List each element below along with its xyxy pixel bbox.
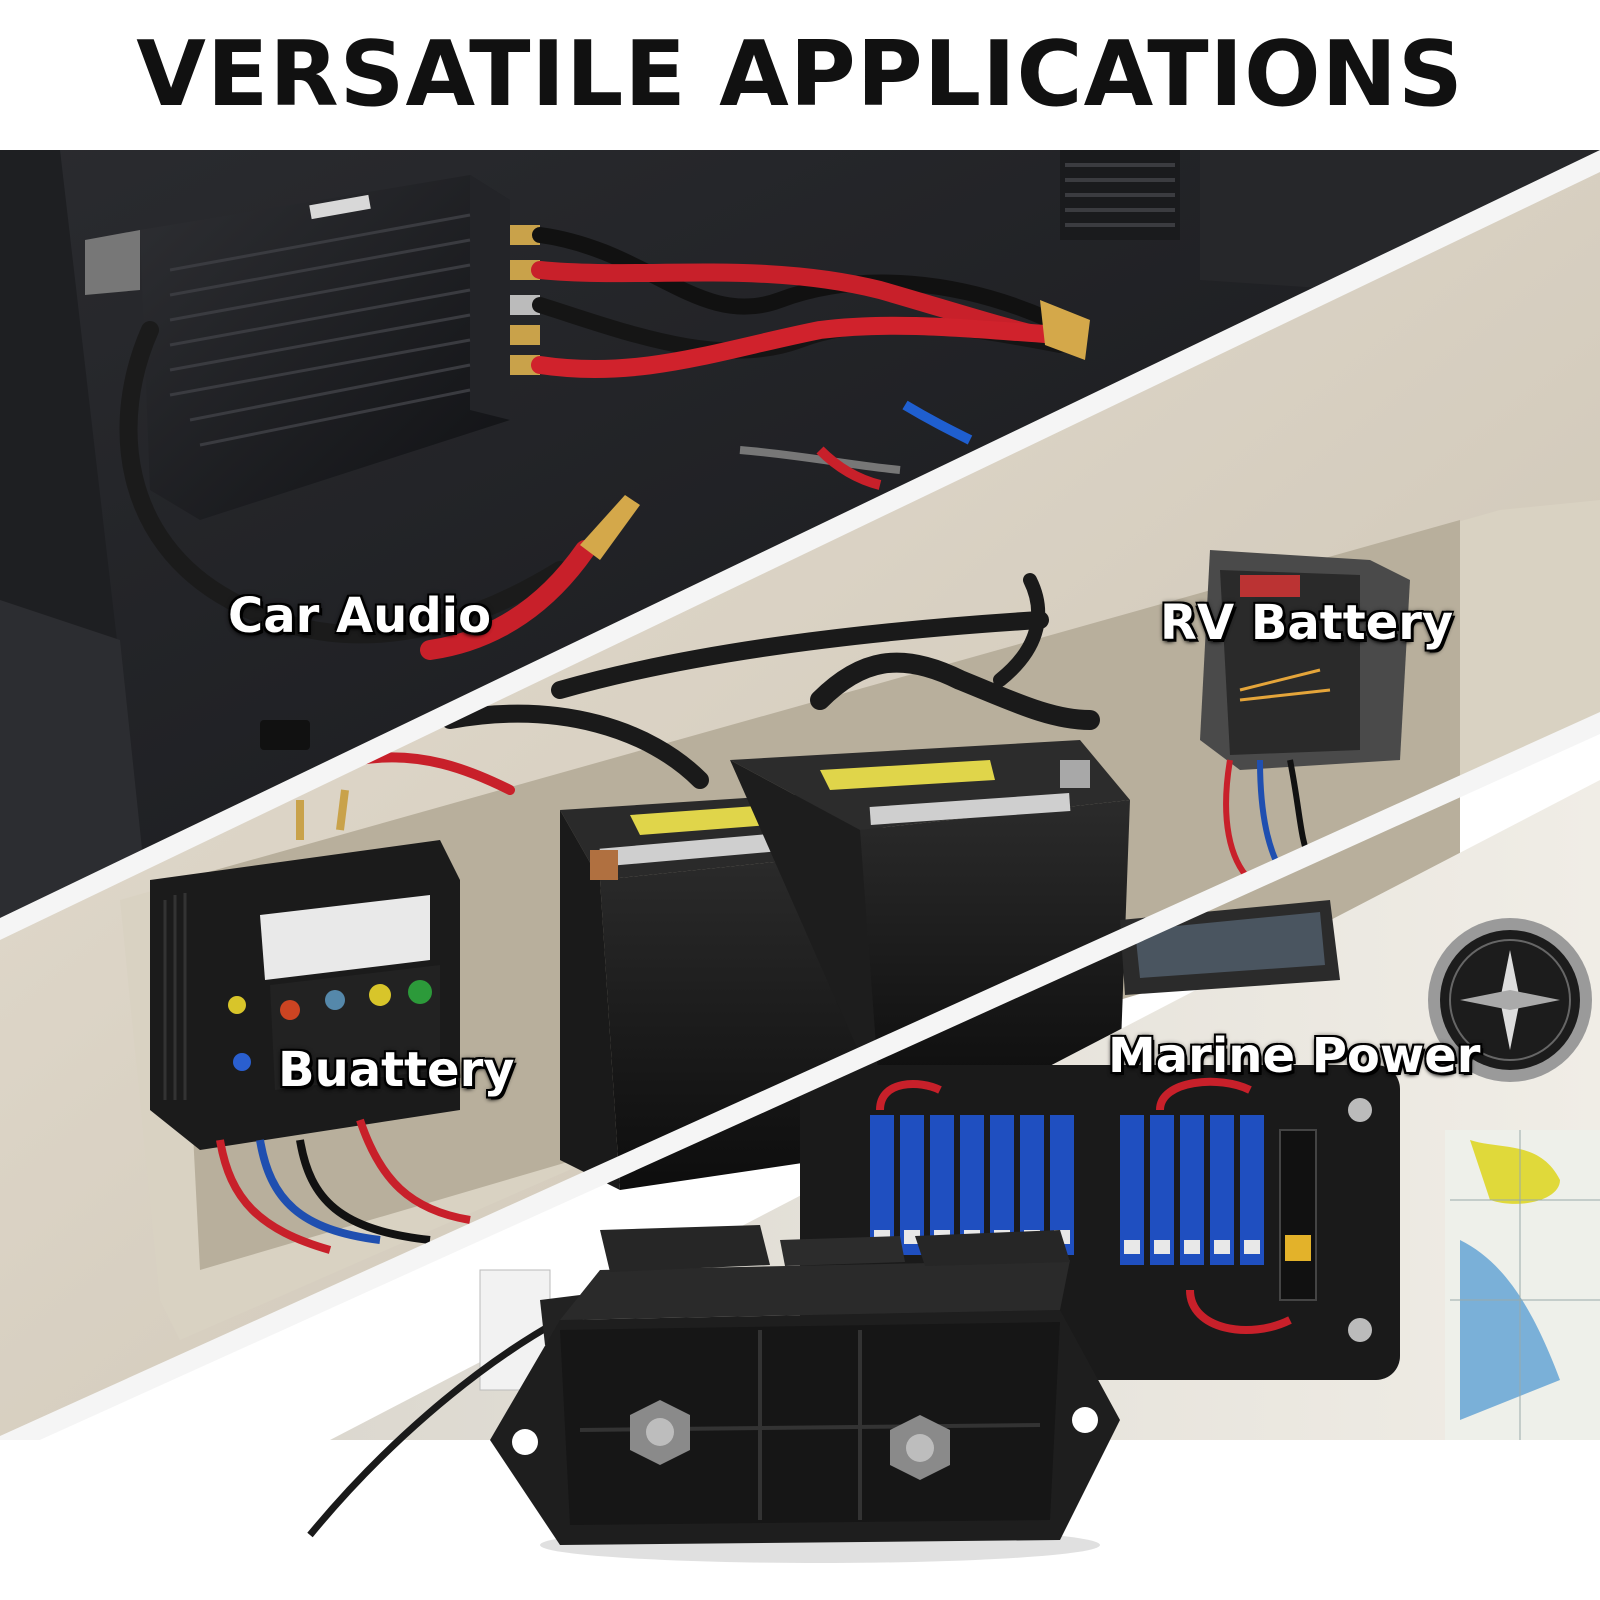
panel-dividers bbox=[0, 150, 1600, 1440]
page-title: VERSATILE APPLICATIONS bbox=[136, 22, 1464, 127]
bottom-background bbox=[0, 1440, 1600, 1600]
label-battery: Buattery bbox=[278, 1042, 515, 1098]
breaker-panel bbox=[800, 1065, 1400, 1380]
battery-charger bbox=[150, 789, 471, 1254]
label-marine-power: Marine Power bbox=[1108, 1028, 1481, 1084]
application-collage bbox=[0, 150, 1600, 1440]
label-rv-battery: RV Battery bbox=[1160, 595, 1454, 651]
compass bbox=[1428, 918, 1592, 1082]
amplifier bbox=[85, 175, 540, 520]
title-bar: VERSATILE APPLICATIONS bbox=[0, 0, 1600, 150]
battery-right bbox=[730, 740, 1130, 1100]
rv-battery-panel bbox=[0, 160, 1600, 1440]
label-car-audio: Car Audio bbox=[228, 588, 492, 644]
nautical-chart bbox=[1445, 1130, 1600, 1440]
rv-charger bbox=[1200, 550, 1410, 883]
